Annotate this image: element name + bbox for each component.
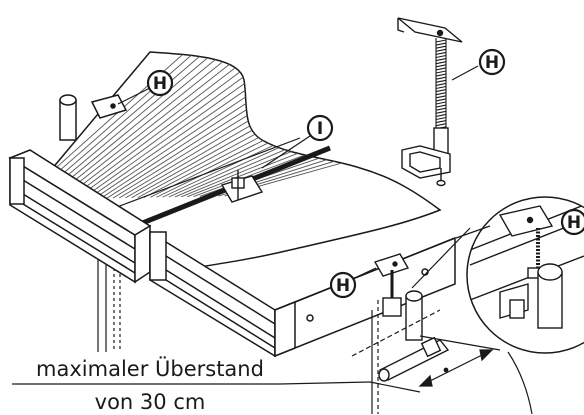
- caption-leader: [12, 381, 421, 393]
- slat-line: [44, 52, 236, 200]
- thread-mark: [435, 45, 447, 49]
- slat-line: [81, 63, 273, 200]
- callout-h-magnified: H: [560, 208, 584, 236]
- thread-mark: [435, 58, 447, 62]
- center-clamp: [220, 170, 264, 203]
- right-bracket: [373, 253, 423, 341]
- thread-mark: [435, 123, 447, 127]
- thread-mark: [435, 89, 447, 93]
- thread-mark: [435, 104, 447, 108]
- callout-h-left-panel: H: [146, 69, 174, 97]
- slat-line: [50, 52, 242, 200]
- thread-mark: [435, 61, 447, 65]
- callout-h-right-bracket: H: [329, 271, 357, 299]
- thread-mark: [435, 107, 447, 111]
- thread-mark: [435, 54, 447, 59]
- thread-mark: [435, 73, 447, 77]
- thread-mark: [435, 79, 447, 83]
- thread-mark: [435, 98, 447, 102]
- thread-mark: [435, 48, 447, 52]
- slat-line: [38, 52, 229, 200]
- slat-line: [69, 56, 260, 200]
- thread-mark: [435, 82, 447, 86]
- thread-mark: [435, 67, 447, 71]
- caption-distance: von 30 cm: [94, 390, 206, 414]
- thread-mark: [435, 64, 447, 68]
- dimension-arrows: [351, 300, 494, 414]
- thread-mark: [435, 92, 447, 96]
- screw-clamp-detail: [397, 17, 463, 187]
- right-panel-body: [149, 230, 456, 358]
- svg-text:H: H: [336, 276, 350, 296]
- thread-mark: [435, 85, 447, 90]
- thread-mark: [435, 116, 447, 121]
- callout-h-screw-clamp: H: [478, 48, 506, 76]
- svg-text:H: H: [153, 74, 167, 94]
- svg-text:H: H: [485, 53, 499, 73]
- caption-max-overhang: maximaler Überstand: [36, 357, 264, 381]
- svg-text:H: H: [567, 213, 581, 233]
- svg-text:I: I: [317, 119, 323, 139]
- thread-mark: [435, 95, 447, 99]
- callout-i-center-clamp: I: [306, 114, 334, 142]
- thread-mark: [435, 42, 447, 46]
- thread-mark: [435, 101, 447, 105]
- slat-line: [56, 52, 248, 200]
- slat-line: [75, 60, 267, 200]
- left-panel-body: [8, 94, 152, 284]
- magnified-detail: [466, 196, 584, 354]
- thread-mark: [435, 70, 447, 74]
- thread-mark: [435, 39, 447, 43]
- thread-mark: [435, 110, 447, 114]
- post-top-left: [59, 94, 77, 141]
- thread-mark: [435, 51, 447, 55]
- thread-mark: [435, 113, 447, 117]
- slat-line: [63, 53, 254, 200]
- thread-mark: [435, 120, 447, 124]
- zoom-cone: [411, 225, 533, 414]
- thread-mark: [435, 76, 447, 80]
- crossbar-tube: [378, 336, 450, 382]
